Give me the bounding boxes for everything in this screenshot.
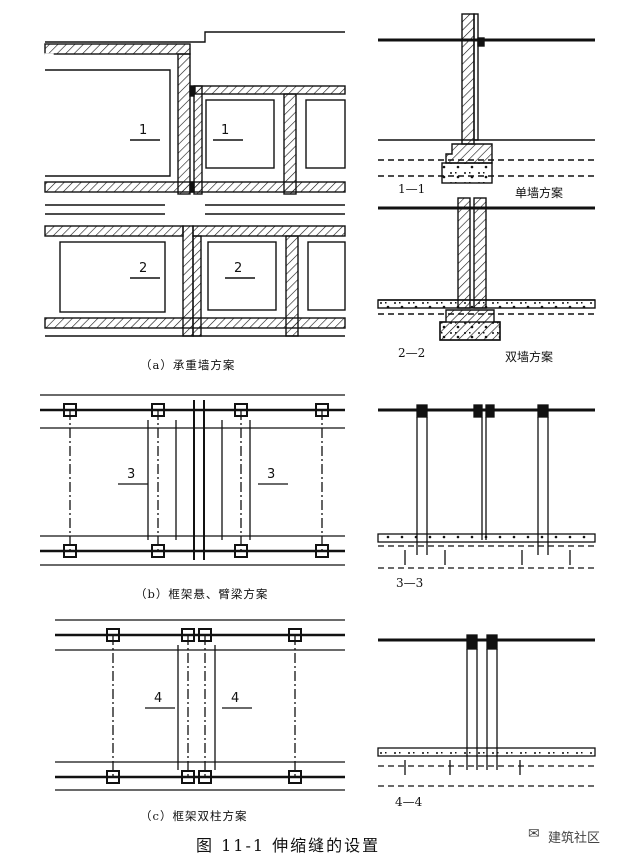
section-3-3 — [377, 404, 596, 569]
section-4-4 — [377, 634, 596, 787]
room-label: 2 — [234, 261, 243, 276]
section-1-1 — [378, 13, 595, 184]
chat-bubble-icon: ✉ — [528, 826, 540, 842]
section-label-1-1: 1—1 — [398, 182, 426, 196]
caption-b: （b）框架悬、臂梁方案 — [135, 587, 269, 601]
room-label: 3 — [127, 467, 136, 482]
room-label: 4 — [231, 691, 240, 706]
plan-a — [44, 31, 346, 337]
plan-b — [40, 394, 345, 566]
scheme-label-single-wall: 单墙方案 — [515, 186, 564, 200]
room-label: 3 — [267, 467, 276, 482]
section-2-2 — [377, 197, 596, 341]
watermark: 建筑社区 — [548, 831, 601, 846]
room-label: 4 — [154, 691, 163, 706]
figure-caption: 图 11-1 伸缩缝的设置 — [196, 836, 381, 855]
section-label-2-2: 2—2 — [398, 346, 426, 360]
section-label-4-4: 4—4 — [395, 795, 423, 809]
room-label: 1 — [221, 123, 230, 138]
plan-c — [55, 619, 345, 791]
room-label: 1 — [139, 123, 148, 138]
room-label: 2 — [139, 261, 148, 276]
section-label-3-3: 3—3 — [396, 576, 424, 590]
caption-c: （c）框架双柱方案 — [140, 809, 248, 823]
caption-a: （a）承重墙方案 — [140, 358, 236, 372]
scheme-label-double-wall: 双墙方案 — [505, 350, 554, 364]
